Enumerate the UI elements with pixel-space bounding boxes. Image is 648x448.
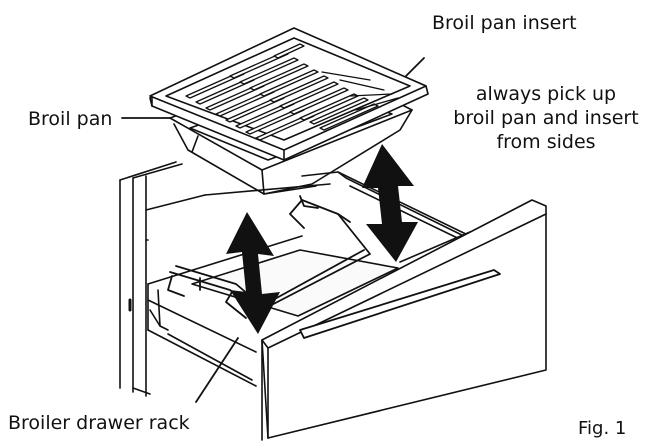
handling-note-line: broil pan and insert (448, 106, 644, 130)
handling-note-line: from sides (448, 130, 644, 154)
broiler-drawer (148, 172, 546, 440)
label-broil-pan-insert: Broil pan insert (432, 12, 577, 35)
figure-number: Fig. 1 (578, 418, 626, 440)
broil-pan-insert (150, 28, 428, 160)
label-broiler-drawer-rack: Broiler drawer rack (8, 412, 190, 435)
handling-note-line: always pick up (448, 82, 644, 106)
double-arrow-icon (362, 144, 418, 262)
label-broil-pan: Broil pan (28, 108, 112, 131)
handling-note: always pick up broil pan and insert from… (448, 82, 644, 154)
